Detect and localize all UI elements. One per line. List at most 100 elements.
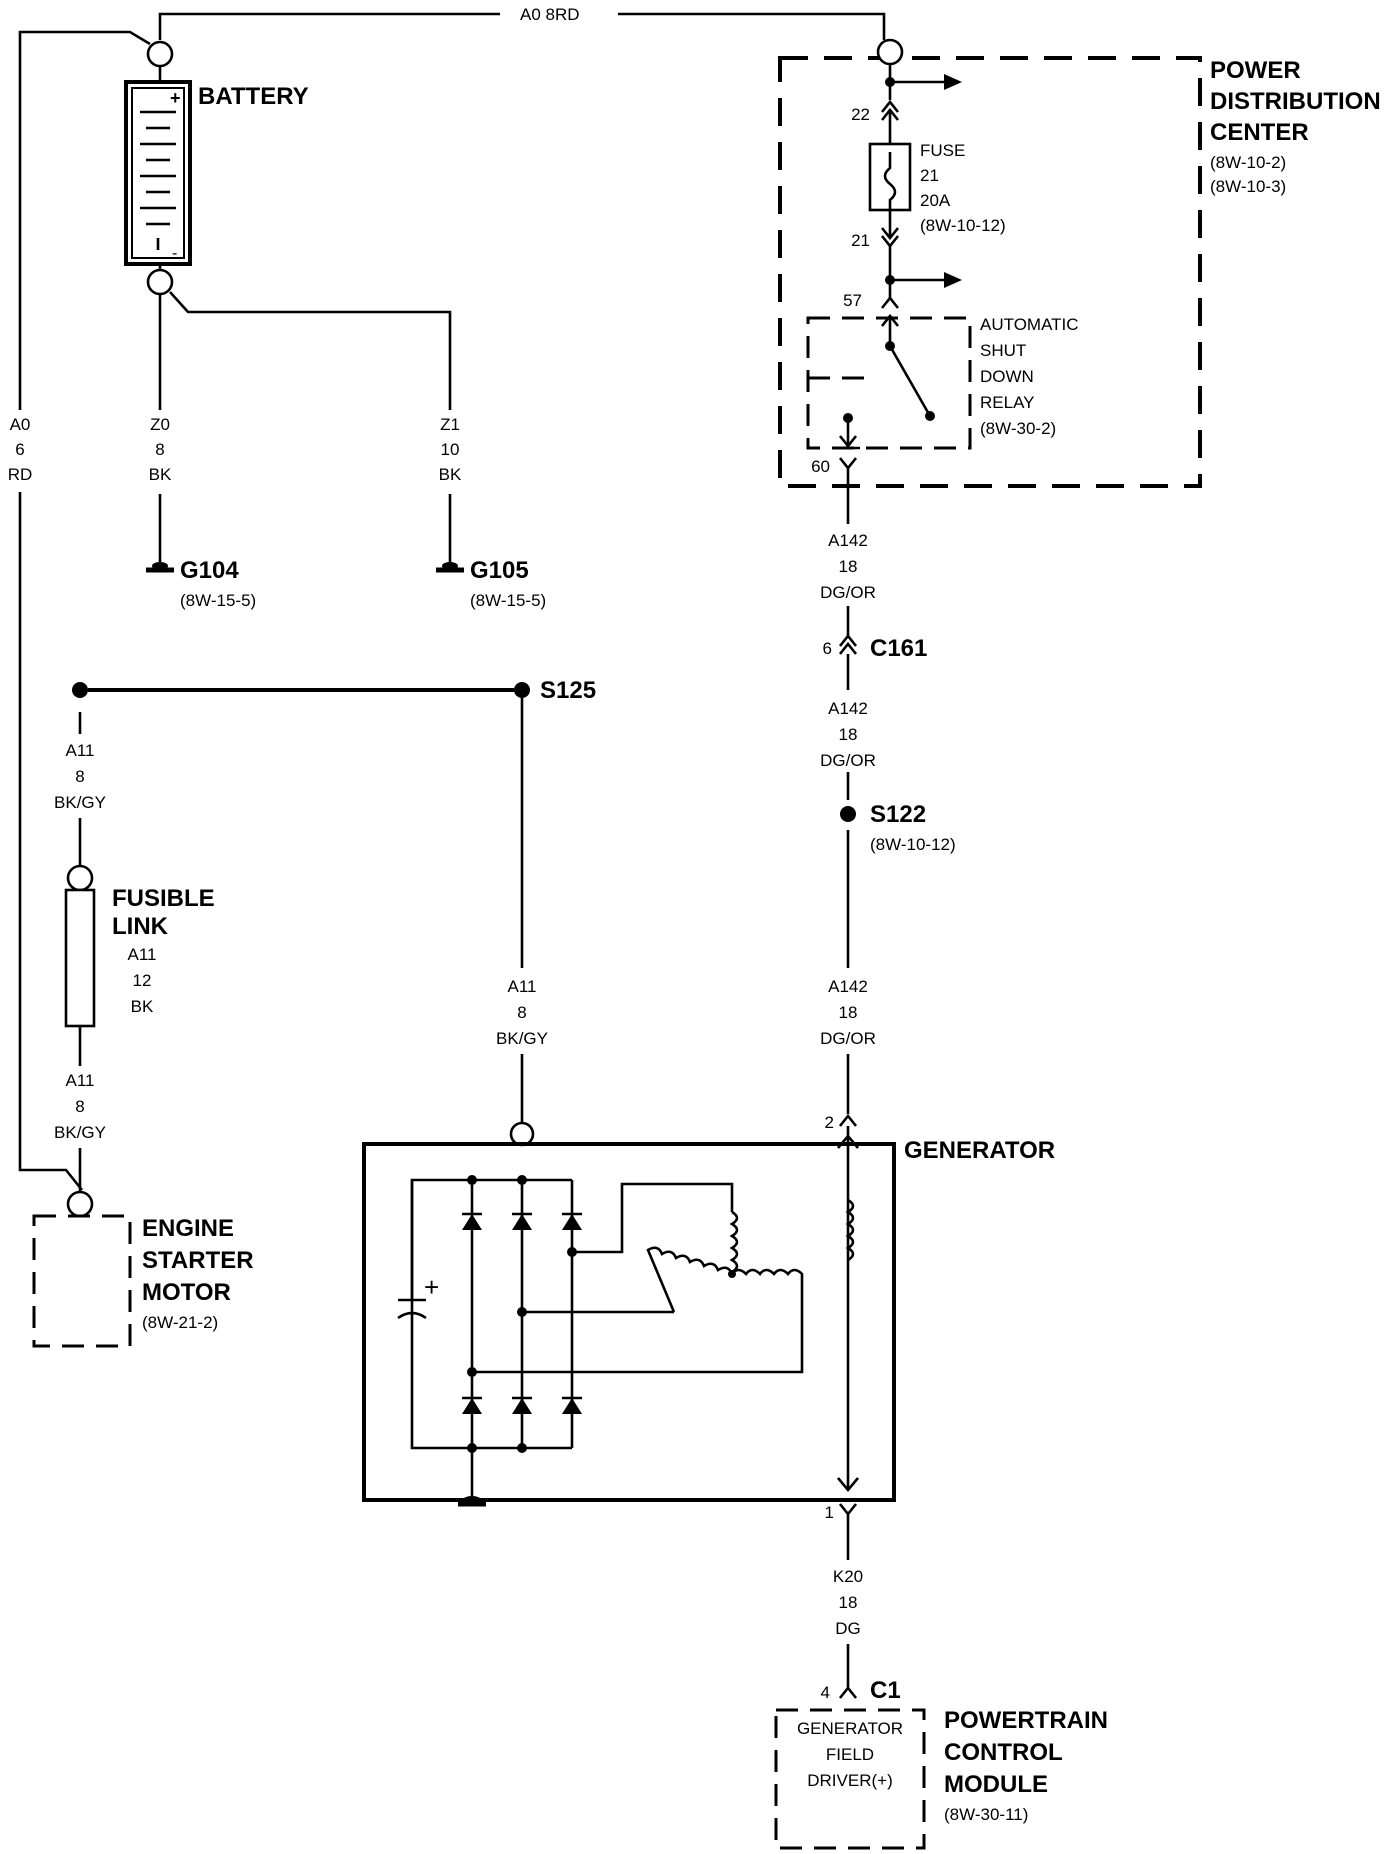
powertrain-control-module: GENERATOR FIELD DRIVER(+) POWERTRAIN CON… [774,1707,1108,1850]
wire-z0-l3: BK [149,465,172,484]
pin-57: 57 [843,291,862,310]
splice-s125: S125 [72,677,596,704]
fusible-link-w1: A11 [128,945,157,964]
wire-z1-l2: 10 [441,440,460,459]
wire-z0-l1: Z0 [150,415,170,434]
battery-plus: + [170,88,181,108]
starter-l2: STARTER [142,1247,254,1274]
c161-title: C161 [870,635,927,662]
wire-a0-l3: RD [8,465,33,484]
pin-6: 6 [823,639,832,658]
wire-a11-2-l1: A11 [66,1071,95,1090]
pcm-l2: CONTROL [944,1739,1063,1766]
wire-a142-1-l1: A142 [828,531,868,550]
wire-a142: A142 18 DG/OR 6 C161 A142 18 DG/OR S122 … [820,468,956,1132]
pin-60: 60 [811,457,830,476]
asd-l2: SHUT [980,341,1026,360]
power-distribution-center: POWER DISTRIBUTION CENTER (8W-10-2) (8W-… [778,38,1381,488]
starter-l1: ENGINE [142,1215,234,1242]
wire-a142-3-l2: 18 [839,1003,858,1022]
pdc-ref2: (8W-10-3) [1210,177,1286,196]
pin-4: 4 [821,1683,830,1702]
wire-a11-1-l1: A11 [66,741,95,760]
pin-2: 2 [825,1113,834,1132]
wire-k20-l2: 18 [839,1593,858,1612]
ground-g105: G105 (8W-15-5) [470,557,546,610]
wire-z1-l1: Z1 [440,415,460,434]
starter-ref: (8W-21-2) [142,1313,218,1332]
wire-z1-l3: BK [439,465,462,484]
s125-title: S125 [540,677,596,704]
asd-l3: DOWN [980,367,1034,386]
pin-21: 21 [851,231,870,250]
engine-starter-motor: ENGINE STARTER MOTOR (8W-21-2) [32,1214,254,1348]
c1-title: C1 [870,1677,901,1704]
wire-a142-2-l1: A142 [828,699,868,718]
wire-a142-1-l3: DG/OR [820,583,876,602]
wire-a11-3-l3: BK/GY [496,1029,548,1048]
pcm-box-l3: DRIVER(+) [807,1771,892,1790]
fusible-link-w2: 12 [133,971,152,990]
wire-a142-3-l3: DG/OR [820,1029,876,1048]
wire-k20-l1: K20 [833,1567,863,1586]
cap-plus: + [424,1272,439,1302]
wire-a142-2-l3: DG/OR [820,751,876,770]
wire-z0-l2: 8 [155,440,164,459]
pdc-l1: POWER [1210,57,1301,84]
battery: + - BATTERY [124,40,309,296]
pin-22: 22 [851,105,870,124]
fusible-link-w3: BK [131,997,154,1016]
pdc-l3: CENTER [1210,119,1309,146]
top-wire-label: A0 8RD [520,5,580,24]
g104-title: G104 [180,557,239,584]
pdc-ref1: (8W-10-2) [1210,153,1286,172]
ground-g104: G104 (8W-15-5) [180,557,256,610]
pcm-l1: POWERTRAIN [944,1707,1108,1734]
wire-k20: 1 K20 18 DG 4 C1 [821,1503,901,1704]
asd-l4: RELAY [980,393,1035,412]
wire-a11-generator: A11 8 BK/GY [496,698,548,1147]
wire-a142-1-l2: 18 [839,557,858,576]
g104-ref: (8W-15-5) [180,591,256,610]
wire-a0-starter: A0 6 RD [8,30,151,1191]
wire-a11-1-l2: 8 [75,767,84,786]
pcm-ref: (8W-30-11) [944,1805,1028,1824]
asd-ref: (8W-30-2) [980,419,1056,438]
fuse-l2: 21 [920,166,939,185]
wire-k20-l3: DG [835,1619,861,1638]
pdc-l2: DISTRIBUTION [1210,88,1381,115]
battery-minus: - [172,245,177,262]
fuse-l4: (8W-10-12) [920,216,1006,235]
g105-ref: (8W-15-5) [470,591,546,610]
pin-1: 1 [825,1503,834,1522]
fuse-l3: 20A [920,191,951,210]
generator: GENERATOR [362,1126,1055,1507]
wire-a11-1-l3: BK/GY [54,793,106,812]
asd-l1: AUTOMATIC [980,315,1079,334]
wire-a0-l1: A0 [10,415,31,434]
wire-a0-l2: 6 [15,440,24,459]
battery-title: BATTERY [198,83,309,110]
generator-title: GENERATOR [904,1137,1055,1164]
wire-a142-3-l1: A142 [828,977,868,996]
pcm-box-l2: FIELD [826,1745,874,1764]
wire-a142-2-l2: 18 [839,725,858,744]
fusible-link-l2: LINK [112,913,169,940]
wire-z1: Z1 10 BK [169,291,464,573]
pcm-box-l1: GENERATOR [797,1719,903,1738]
wire-z0: Z0 8 BK [146,294,174,573]
s122-title: S122 [870,801,926,828]
top-wire-a0: A0 8RD [158,5,886,40]
fusible-link-l1: FUSIBLE [112,885,215,912]
wire-a11-3-l2: 8 [517,1003,526,1022]
wire-a11-left: A11 8 BK/GY FUSIBLE LINK A11 12 BK A11 8… [54,712,215,1218]
wire-a11-2-l2: 8 [75,1097,84,1116]
pcm-l3: MODULE [944,1771,1048,1798]
fuse-l1: FUSE [920,141,965,160]
wire-a11-2-l3: BK/GY [54,1123,106,1142]
s122-ref: (8W-10-12) [870,835,956,854]
wire-a11-3-l1: A11 [508,977,537,996]
starter-l3: MOTOR [142,1279,231,1306]
g105-title: G105 [470,557,529,584]
